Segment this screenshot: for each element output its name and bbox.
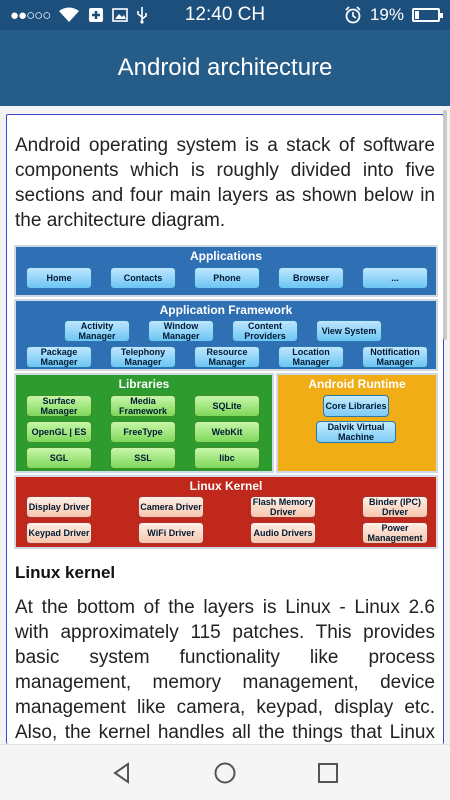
alarm-icon bbox=[344, 6, 362, 24]
framework-item: Window Manager bbox=[148, 320, 214, 342]
app-item: Browser bbox=[278, 267, 344, 289]
library-item: WebKit bbox=[194, 421, 260, 443]
app-item: ... bbox=[362, 267, 428, 289]
framework-title: Application Framework bbox=[159, 303, 293, 317]
kernel-item: Flash Memory Driver bbox=[250, 496, 316, 518]
applications-title: Applications bbox=[189, 249, 262, 263]
signal-strength: ●●○○○ bbox=[10, 6, 51, 24]
framework-item: View System bbox=[316, 320, 382, 342]
framework-item: Package Manager bbox=[26, 346, 92, 368]
recents-button[interactable] bbox=[308, 753, 348, 793]
app-item: Contacts bbox=[110, 267, 176, 289]
kernel-item: Power Management bbox=[362, 522, 428, 544]
runtime-item: Dalvik Virtual Machine bbox=[316, 421, 396, 443]
framework-item: Activity Manager bbox=[64, 320, 130, 342]
framework-item: Content Providers bbox=[232, 320, 298, 342]
home-button[interactable] bbox=[205, 753, 245, 793]
kernel-item: Keypad Driver bbox=[26, 522, 92, 544]
back-button[interactable] bbox=[102, 753, 142, 793]
library-item: libc bbox=[194, 447, 260, 469]
library-item: SGL bbox=[26, 447, 92, 469]
recents-icon bbox=[318, 762, 339, 783]
kernel-item: Binder (IPC) Driver bbox=[362, 496, 428, 518]
kernel-item: Display Driver bbox=[26, 496, 92, 518]
kernel-heading: Linux kernel bbox=[15, 563, 116, 582]
kernel-title: Linux Kernel bbox=[189, 479, 263, 493]
library-item: OpenGL | ES bbox=[26, 421, 92, 443]
back-icon bbox=[112, 761, 129, 784]
runtime-item: Core Libraries bbox=[323, 395, 389, 417]
applications-layer: Applications Home Contacts Phone Browser… bbox=[14, 245, 438, 297]
libraries-title: Libraries bbox=[118, 377, 170, 391]
framework-item: Location Manager bbox=[278, 346, 344, 368]
battery-fill bbox=[415, 11, 419, 19]
nav-bar bbox=[0, 744, 450, 800]
framework-layer: Application Framework Activity Manager W… bbox=[14, 299, 438, 371]
battery-percent: 19% bbox=[369, 5, 404, 24]
kernel-paragraph: At the bottom of the layers is Linux - L… bbox=[15, 597, 435, 743]
library-item: Media Framework bbox=[110, 395, 176, 417]
runtime-title: Android Runtime bbox=[308, 377, 406, 391]
app-item: Home bbox=[26, 267, 92, 289]
image-icon bbox=[112, 7, 129, 23]
intro-paragraph: Android operating system is a stack of s… bbox=[15, 135, 435, 231]
battery-icon bbox=[412, 8, 443, 22]
usb-icon bbox=[136, 6, 148, 24]
app-bar: Android architecture bbox=[0, 30, 450, 106]
page-title: Android architecture bbox=[117, 54, 333, 81]
framework-item: Telephony Manager bbox=[110, 346, 176, 368]
kernel-layer: Linux Kernel Display Driver Camera Drive… bbox=[14, 475, 438, 549]
content-card[interactable]: Android operating system is a stack of s… bbox=[6, 114, 444, 744]
runtime-layer: Android Runtime Core Libraries Dalvik Vi… bbox=[276, 373, 438, 473]
library-item: Surface Manager bbox=[26, 395, 92, 417]
app-item: Phone bbox=[194, 267, 260, 289]
library-item: FreeType bbox=[110, 421, 176, 443]
home-icon bbox=[214, 762, 236, 783]
status-bar: ●●○○○ 12:40 CH 19% bbox=[0, 0, 450, 30]
framework-item: Notification Manager bbox=[362, 346, 428, 368]
wifi-icon bbox=[58, 7, 80, 23]
kernel-item: Camera Driver bbox=[138, 496, 204, 518]
library-item: SQLite bbox=[194, 395, 260, 417]
plus-box-icon bbox=[88, 7, 104, 23]
libraries-layer: Libraries Surface Manager Media Framewor… bbox=[14, 373, 274, 473]
kernel-item: WiFi Driver bbox=[138, 522, 204, 544]
library-item: SSL bbox=[110, 447, 176, 469]
framework-item: Resource Manager bbox=[194, 346, 260, 368]
scrollbar[interactable] bbox=[443, 110, 447, 340]
architecture-diagram: Applications Home Contacts Phone Browser… bbox=[14, 245, 438, 549]
kernel-item: Audio Drivers bbox=[250, 522, 316, 544]
